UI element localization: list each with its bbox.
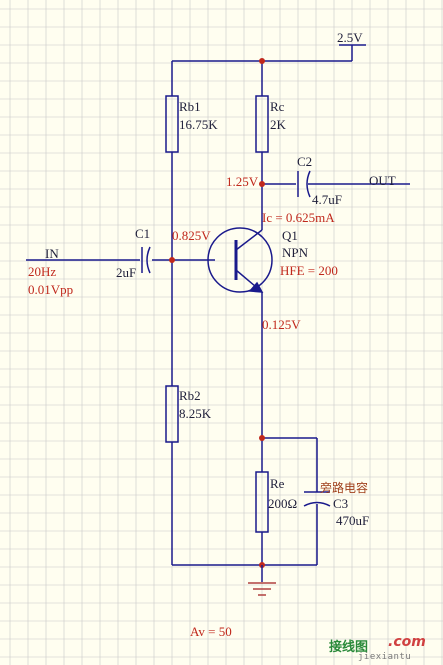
- c2-value-label: 4.7uF: [312, 192, 342, 207]
- c1-name-label: C1: [135, 226, 151, 241]
- re-value-label: 200Ω: [268, 496, 298, 511]
- rb1-name-label: Rb1: [179, 99, 201, 114]
- junction-dot: [169, 257, 175, 263]
- input-label: IN: [45, 246, 59, 261]
- capacitors: [141, 170, 331, 507]
- input-amplitude-label: 0.01Vpp: [28, 282, 74, 297]
- rb2-value-label: 8.25K: [179, 406, 212, 421]
- collector-voltage-label: 1.25V: [226, 174, 259, 189]
- c3-value-label: 470uF: [336, 513, 370, 528]
- rc-name-label: Rc: [270, 99, 285, 114]
- wires: [26, 44, 410, 566]
- rb2-resistor: [165, 385, 179, 443]
- emitter-arrow: [248, 281, 264, 293]
- rb2-name-label: Rb2: [179, 388, 201, 403]
- c3-name-label: C3: [333, 496, 349, 511]
- watermark-brand: 接线图: [329, 640, 369, 655]
- c3-plate-bottom: [303, 501, 331, 507]
- junction-dot: [259, 181, 265, 187]
- c2-plate-right: [306, 170, 311, 198]
- rb1-value-label: 16.75K: [179, 117, 218, 132]
- base-voltage-label: 0.825V: [172, 228, 211, 243]
- output-label: OUT: [369, 173, 396, 188]
- rc-value-label: 2K: [270, 117, 286, 132]
- transistor-type-label: NPN: [282, 245, 309, 260]
- re-name-label: Re: [270, 476, 285, 491]
- c1-value-label: 2uF: [116, 265, 137, 280]
- transistor-name-label: Q1: [282, 228, 298, 243]
- watermark-domain: .com: [388, 634, 426, 650]
- ground-symbol: [248, 565, 276, 596]
- junction-dot: [259, 58, 265, 64]
- resistors: [165, 95, 269, 533]
- bypass-capacitor-note: 旁路电容: [320, 481, 369, 495]
- rb1-resistor: [165, 95, 179, 153]
- watermark-site: jiexiantu: [358, 652, 412, 662]
- junction-dot: [259, 435, 265, 441]
- junction-dots: [169, 58, 265, 568]
- transistor-hfe-label: HFE = 200: [280, 263, 338, 278]
- input-frequency-label: 20Hz: [28, 264, 57, 279]
- transistor-body: [207, 227, 273, 293]
- collector-current-label: Ic = 0.625mA: [262, 210, 335, 225]
- transistor-collector-lead: [235, 229, 263, 251]
- re-resistor: [255, 471, 269, 533]
- npn-transistor: [207, 227, 273, 293]
- c1-plate-right: [146, 246, 151, 274]
- emitter-voltage-label: 0.125V: [262, 317, 301, 332]
- voltage-gain-label: Av = 50: [190, 624, 232, 639]
- rc-resistor: [255, 95, 269, 153]
- supply-voltage-label: 2.5V: [337, 30, 363, 45]
- c2-name-label: C2: [297, 154, 313, 169]
